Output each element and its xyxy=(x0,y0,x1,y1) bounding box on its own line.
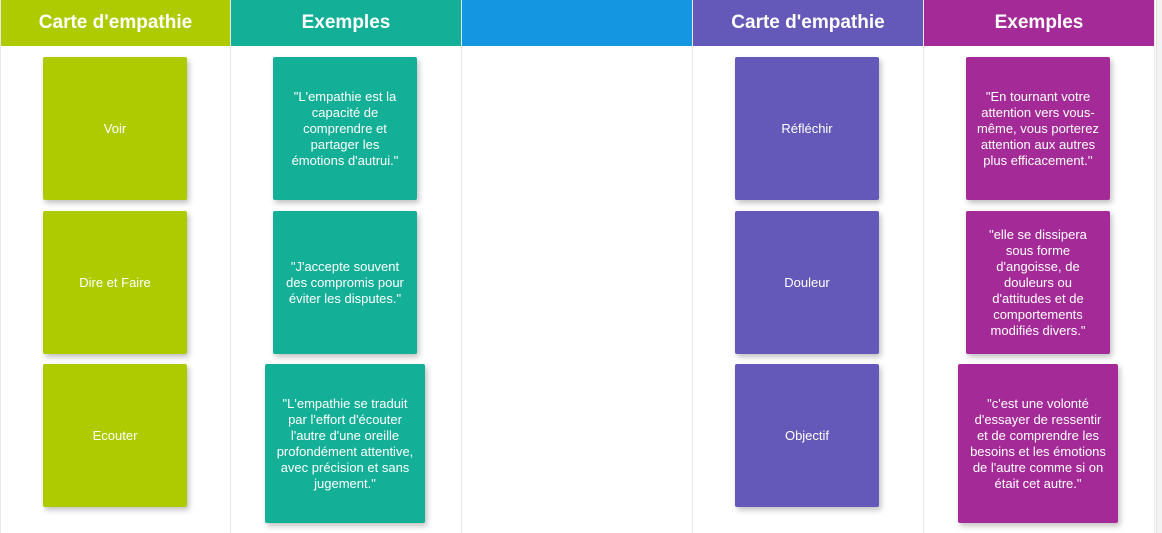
note-text: Réfléchir xyxy=(781,120,833,136)
sticky-note-reflechir[interactable]: Réfléchir xyxy=(735,57,879,200)
note-text: Voir xyxy=(103,120,127,136)
note-text: Objectif xyxy=(784,427,830,443)
sticky-note-dire-et-faire[interactable]: Dire et Faire xyxy=(43,211,187,354)
note-text: "elle se dissipera sous forme d'angoisse… xyxy=(989,226,1087,338)
sticky-note-douleur[interactable]: Douleur xyxy=(735,211,879,354)
column-header[interactable]: Exemples xyxy=(231,0,461,46)
column-carte-empathie-1: Carte d'empathie Voir Dire et Faire Ecou… xyxy=(0,0,231,533)
sticky-note-exemple[interactable]: "En tournant votre attention vers vous-m… xyxy=(966,57,1110,200)
column-empty xyxy=(462,0,693,533)
note-text: Ecouter xyxy=(92,427,138,443)
column-exemples-1: Exemples "L'empathie est la capacité de … xyxy=(231,0,462,533)
column-header[interactable] xyxy=(462,0,692,46)
sticky-note-exemple[interactable]: "J'accepte souvent des compromis pour év… xyxy=(273,211,417,354)
sticky-note-objectif[interactable]: Objectif xyxy=(735,364,879,507)
note-text: "L'empathie est la capacité de comprendr… xyxy=(291,88,399,168)
scroll-edge xyxy=(1156,0,1162,533)
note-text: "L'empathie se traduit par l'effort d'éc… xyxy=(276,395,414,491)
sticky-note-voir[interactable]: Voir xyxy=(43,57,187,200)
column-header[interactable]: Exemples xyxy=(924,0,1154,46)
sticky-note-exemple[interactable]: "L'empathie se traduit par l'effort d'éc… xyxy=(265,364,425,523)
sticky-note-ecouter[interactable]: Ecouter xyxy=(43,364,187,507)
note-text: Dire et Faire xyxy=(79,274,151,290)
sticky-note-exemple[interactable]: "elle se dissipera sous forme d'angoisse… xyxy=(966,211,1110,354)
column-carte-empathie-2: Carte d'empathie Réfléchir Douleur Objec… xyxy=(693,0,924,533)
column-exemples-2: Exemples "En tournant votre attention ve… xyxy=(924,0,1155,533)
column-header[interactable]: Carte d'empathie xyxy=(693,0,923,46)
sticky-note-exemple[interactable]: "c'est une volonté d'essayer de ressenti… xyxy=(958,364,1118,523)
note-text: "J'accepte souvent des compromis pour év… xyxy=(286,258,404,306)
note-text: "En tournant votre attention vers vous-m… xyxy=(976,88,1100,168)
sticky-note-exemple[interactable]: "L'empathie est la capacité de comprendr… xyxy=(273,57,417,200)
note-text: Douleur xyxy=(784,274,830,290)
note-text: "c'est une volonté d'essayer de ressenti… xyxy=(970,395,1106,491)
column-header[interactable]: Carte d'empathie xyxy=(1,0,230,46)
